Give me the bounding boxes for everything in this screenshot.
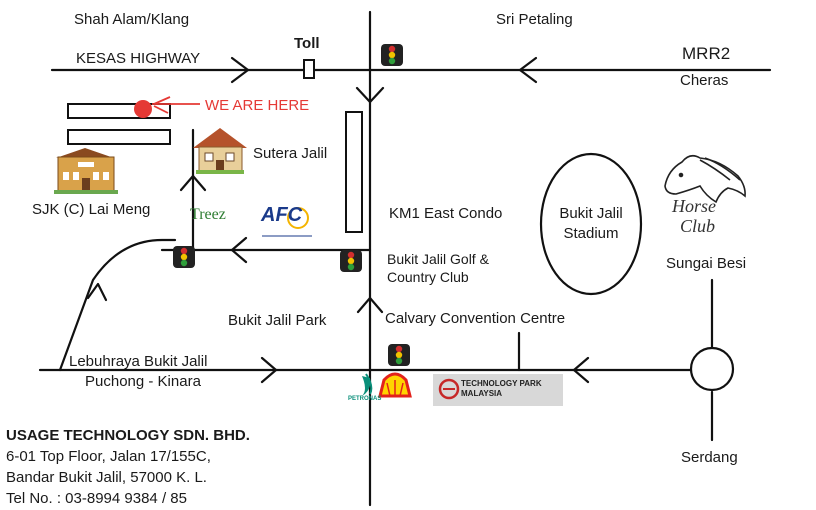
- arrow-east-lebuhraya: [260, 356, 278, 384]
- toll-label: Toll: [294, 35, 320, 52]
- traffic-light-icon: [173, 246, 195, 268]
- company-name: USAGE TECHNOLOGY SDN. BHD.: [6, 427, 250, 444]
- shah-alam-label: Shah Alam/Klang: [74, 11, 190, 28]
- arrow-north-curve: [86, 282, 108, 302]
- school-icon: [54, 148, 118, 194]
- stadium-outline: [539, 152, 643, 296]
- company-address-line2: Bandar Bukit Jalil, 57000 K. L.: [6, 469, 207, 486]
- roundabout-icon: [689, 346, 735, 392]
- treez-logo-text: Treez: [190, 206, 226, 223]
- arrow-east-kesas: [230, 56, 250, 84]
- we-are-here-label: WE ARE HERE: [205, 97, 310, 114]
- company-phone: Tel No. : 03-8994 9384 / 85: [6, 490, 187, 507]
- horse-icon: [664, 154, 746, 204]
- stadium-label-line2: Stadium: [563, 225, 619, 242]
- arrow-south-main: [355, 86, 385, 104]
- company-address-line1: 6-01 Top Floor, Jalan 17/155C,: [6, 448, 211, 465]
- serdang-label: Serdang: [681, 449, 738, 466]
- horse-club-text-line2: Club: [680, 216, 716, 236]
- toll-booth-icon: [303, 59, 315, 79]
- mrr2-label: MRR2: [682, 44, 731, 63]
- office-block-2: [67, 129, 171, 145]
- shell-logo: [378, 372, 412, 398]
- company-info: USAGE TECHNOLOGY SDN. BHD. 6-01 Top Floo…: [6, 425, 250, 509]
- location-marker-icon: [134, 100, 152, 118]
- afc-logo-mark: [262, 207, 312, 237]
- calvary-convention-label: Calvary Convention Centre: [385, 310, 566, 327]
- sjk-lai-meng-label: SJK (C) Lai Meng: [32, 201, 151, 218]
- arrow-north-main: [356, 296, 384, 314]
- km1-east-condo-label: KM1 East Condo: [389, 205, 503, 222]
- sri-petaling-label: Sri Petaling: [496, 11, 573, 28]
- cheras-label: Cheras: [680, 72, 729, 89]
- arrow-north-inner: [179, 174, 207, 192]
- bukit-jalil-park-label: Bukit Jalil Park: [228, 312, 327, 329]
- lebuhraya-label: Lebuhraya Bukit Jalil: [69, 353, 208, 370]
- arrow-west-inner: [230, 236, 248, 264]
- petronas-logo-text: PETRONAS: [348, 396, 382, 402]
- traffic-light-icon: [388, 344, 410, 366]
- traffic-light-icon: [340, 250, 362, 272]
- afc-logo-text: AFC: [261, 204, 303, 226]
- stadium-label-line1: Bukit Jalil: [559, 205, 623, 222]
- arrow-west-mrr2: [518, 56, 538, 84]
- km1-condo-block: [345, 111, 363, 233]
- arrow-west-lebuhraya: [572, 356, 590, 384]
- sungai-besi-label: Sungai Besi: [666, 255, 747, 272]
- sutera-jalil-label: Sutera Jalil: [253, 145, 328, 162]
- petronas-logo: [362, 373, 373, 396]
- horse-club-text-line1: Horse: [672, 196, 716, 216]
- curved-link-road: [58, 238, 177, 372]
- golf-club-label-line1: Bukit Jalil Golf &: [387, 251, 489, 267]
- house-icon: [193, 128, 247, 174]
- technology-park-logo: [433, 374, 563, 406]
- tech-park-text-line1: TECHNOLOGY PARK: [461, 379, 542, 388]
- golf-club-label-line2: Country Club: [387, 269, 469, 285]
- puchong-label: Puchong - Kinara: [85, 373, 201, 390]
- traffic-light-icon: [381, 44, 403, 66]
- tech-park-text-line2: MALAYSIA: [461, 389, 503, 398]
- kesas-highway-label: KESAS HIGHWAY: [76, 50, 201, 67]
